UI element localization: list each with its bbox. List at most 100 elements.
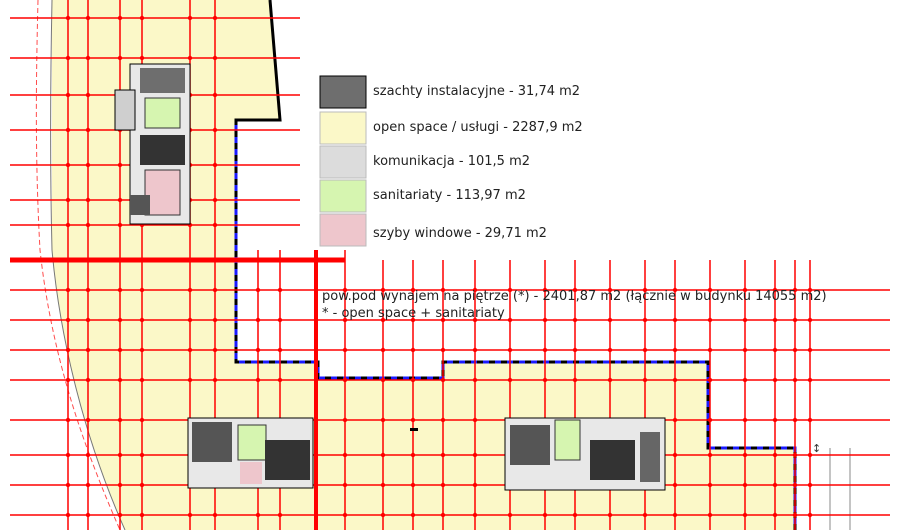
grid-node [187, 55, 193, 61]
grid-node [139, 287, 145, 293]
grid-node [85, 452, 91, 458]
grid-node [380, 482, 386, 488]
core-bottom-left [187, 417, 314, 489]
grid-node [410, 452, 416, 458]
grid-node [212, 512, 218, 518]
grid-node [507, 287, 513, 293]
grid-node [117, 347, 123, 353]
grid-node [139, 317, 145, 323]
grid-node [410, 512, 416, 518]
grid-node [277, 377, 283, 383]
grid-node [642, 347, 648, 353]
grid-node [742, 452, 748, 458]
grid-node [342, 347, 348, 353]
grid-node [772, 287, 778, 293]
grid-node [65, 512, 71, 518]
grid-node [772, 482, 778, 488]
grid-node [410, 377, 416, 383]
grid-node [792, 482, 798, 488]
grid-node [117, 197, 123, 203]
grid-node [187, 287, 193, 293]
grid-node [772, 317, 778, 323]
grid-node [187, 317, 193, 323]
grid-node [85, 512, 91, 518]
grid-node [707, 347, 713, 353]
grid-node [342, 452, 348, 458]
grid-node [85, 377, 91, 383]
grid-node [672, 347, 678, 353]
grid-node [255, 287, 261, 293]
grid-node [65, 482, 71, 488]
grid-node [117, 482, 123, 488]
grid-node [212, 15, 218, 21]
legend-swatch-sanitary [319, 179, 367, 213]
grid-node [472, 512, 478, 518]
grid-node [807, 377, 813, 383]
grid-node [65, 452, 71, 458]
grid-node [772, 452, 778, 458]
grid-node [792, 317, 798, 323]
legend-label-lift-shafts: szyby windowe - 29,71 m2 [373, 226, 547, 241]
grid-node [342, 287, 348, 293]
grid-node [117, 377, 123, 383]
grid-node [472, 452, 478, 458]
grid-node [117, 55, 123, 61]
grid-node [212, 222, 218, 228]
grid-node [642, 512, 648, 518]
grid-node [65, 92, 71, 98]
grid-node [672, 317, 678, 323]
grid-node [472, 417, 478, 423]
grid-node [410, 482, 416, 488]
grid-node [742, 482, 748, 488]
grid-node [772, 347, 778, 353]
grid-node [807, 512, 813, 518]
grid-node [117, 512, 123, 518]
grid-node [212, 287, 218, 293]
legend-label-shafts: szachty instalacyjne - 31,74 m2 [373, 84, 581, 99]
grid-node [139, 417, 145, 423]
grid-node [672, 512, 678, 518]
legend-swatch-shafts [319, 75, 367, 109]
grid-node [187, 377, 193, 383]
grid-node [117, 15, 123, 21]
grid-node [440, 377, 446, 383]
footnote: * - open space + sanitariaty [322, 306, 505, 321]
grid-node [255, 377, 261, 383]
grid-node [85, 417, 91, 423]
grid-node [440, 512, 446, 518]
grid-node [212, 162, 218, 168]
grid-node [65, 197, 71, 203]
grid-node [792, 512, 798, 518]
grid-node [139, 377, 145, 383]
grid-node [807, 452, 813, 458]
grid-node [85, 127, 91, 133]
grid-node [572, 287, 578, 293]
grid-node [572, 347, 578, 353]
legend-label-circulation: komunikacja - 101,5 m2 [373, 154, 531, 169]
grid-node [672, 287, 678, 293]
grid-node [807, 287, 813, 293]
grid-node [572, 377, 578, 383]
rentable-area-note: pow.pod wynajem na piętrze (*) - 2401,87… [322, 289, 827, 304]
grid-node [187, 15, 193, 21]
grid-node [212, 127, 218, 133]
grid-node [542, 512, 548, 518]
grid-node [672, 482, 678, 488]
grid-node [139, 452, 145, 458]
grid-node [65, 55, 71, 61]
grid-node [792, 452, 798, 458]
grid-node [742, 347, 748, 353]
grid-node [772, 417, 778, 423]
legend-label-sanitary: sanitariaty - 113,97 m2 [373, 188, 526, 203]
grid-node [440, 452, 446, 458]
grid-node [742, 417, 748, 423]
grid-node [342, 482, 348, 488]
grid-node [380, 317, 386, 323]
grid-node [542, 347, 548, 353]
grid-node [707, 512, 713, 518]
grid-node [65, 417, 71, 423]
grid-node [742, 512, 748, 518]
grid-node [807, 417, 813, 423]
grid-node [85, 482, 91, 488]
grid-node [277, 347, 283, 353]
